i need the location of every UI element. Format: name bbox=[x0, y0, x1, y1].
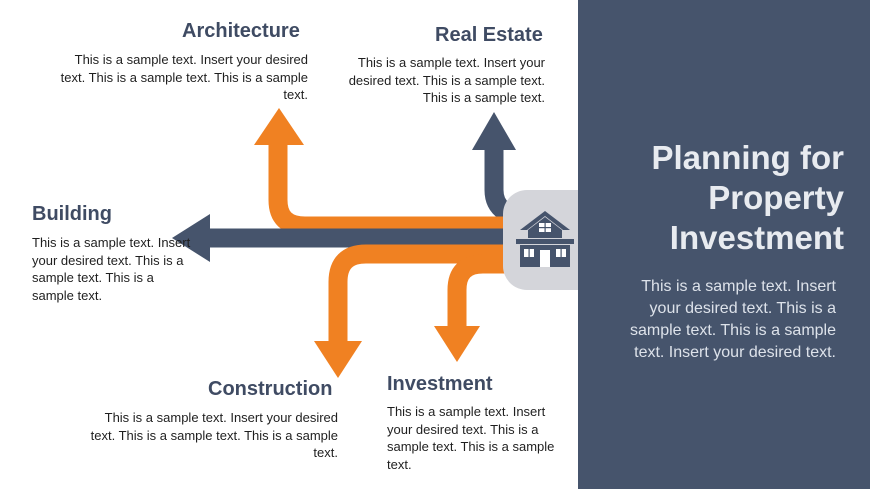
investment-text: This is a sample text. Insert your desir… bbox=[387, 404, 555, 472]
arrow-building bbox=[172, 214, 540, 262]
real-estate-text: This is a sample text. Insert your desir… bbox=[348, 55, 545, 105]
house-icon bbox=[516, 211, 574, 267]
arrow-architecture bbox=[254, 108, 530, 236]
building-text: This is a sample text. Insert your desir… bbox=[32, 235, 191, 303]
panel-title-line-3: Investment bbox=[669, 219, 844, 256]
arrow-construction bbox=[314, 244, 535, 378]
panel-title-line-1: Planning for bbox=[651, 139, 845, 176]
panel-title: Planning for Property Investment bbox=[574, 138, 845, 258]
investment-title: Investment bbox=[387, 373, 493, 395]
construction-text: This is a sample text. Insert your desir… bbox=[90, 410, 338, 460]
panel-body-text: This is a sample text. Insert your desir… bbox=[629, 278, 836, 361]
construction-title: Construction bbox=[208, 378, 333, 400]
panel-title-line-2: Property bbox=[708, 179, 844, 216]
architecture-title: Architecture bbox=[182, 20, 300, 42]
title-panel: Planning for Property Investment This is… bbox=[578, 0, 870, 489]
architecture-text: This is a sample text. Insert your desir… bbox=[60, 52, 308, 102]
arrow-investment bbox=[434, 254, 530, 362]
building-title: Building bbox=[32, 203, 112, 225]
real-estate-title: Real Estate bbox=[435, 24, 543, 46]
